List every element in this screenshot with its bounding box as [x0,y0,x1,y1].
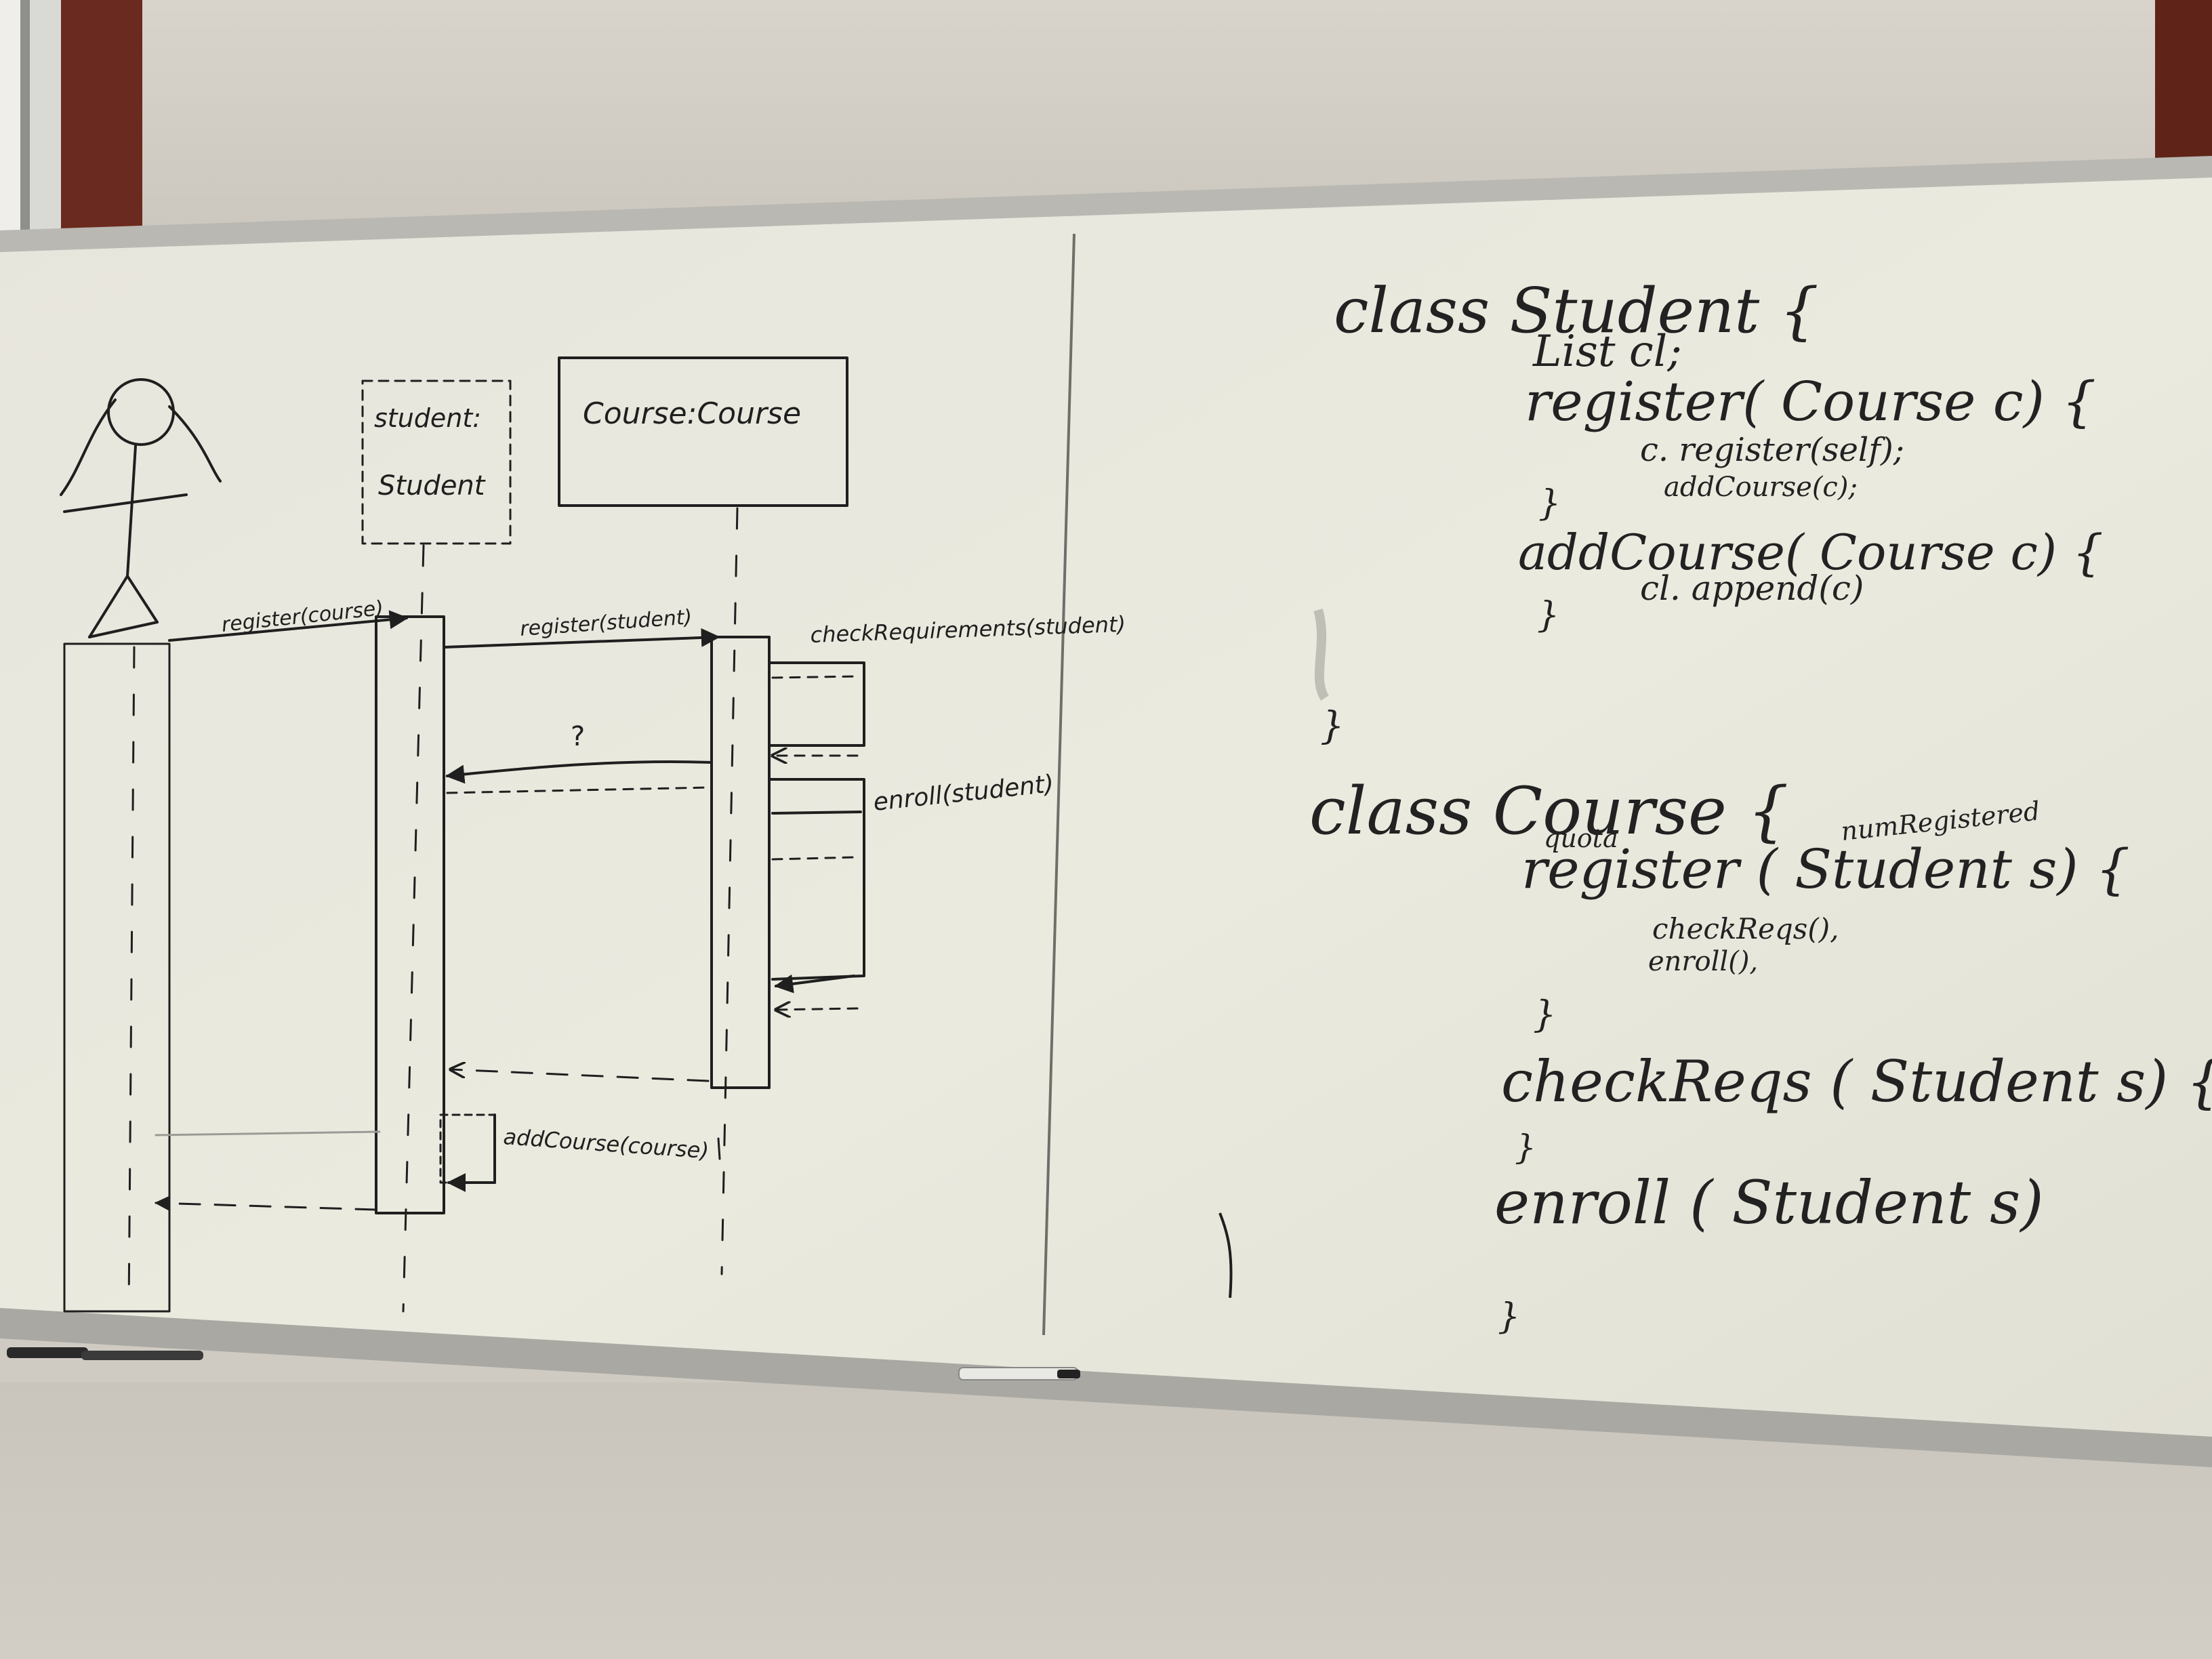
code-course-line: enroll ( Student s) [1494,1168,2044,1237]
marker-tray [0,1308,2212,1467]
code-course-line: } [1533,993,1556,1036]
code-student-line: List cl; [1532,327,1682,377]
code-course-line: quota [1544,823,1618,853]
actor-figure [60,378,222,638]
lifeline-student-label-1: student: [374,403,481,433]
code-course-line: class Course { [1309,773,1788,849]
student-object-box [361,380,512,545]
code-student-line: c. register(self); [1640,431,1904,469]
code-course-line: checkReqs ( Student s) { [1501,1048,2212,1115]
course-lifeline [720,507,739,1275]
student-activation-bar [375,615,445,1214]
code-student-line: } [1537,595,1559,636]
lifeline-student-label-2: Student [378,470,486,501]
message-question [445,760,713,784]
actor-lifeline-box [63,642,171,1313]
code-student-line: class Student { [1334,274,1819,347]
door-frame [0,0,142,258]
sequence-diagram [60,356,865,1313]
code-student-line: cl. append(c) [1640,569,1864,608]
student-lifeline [402,544,425,1313]
code-student-line: } [1320,704,1345,748]
code-course-line: register ( Student s) { [1521,838,2130,901]
board-top-frame [0,156,2212,252]
code-student-block: class Student { List cl; register( Cours… [1320,274,2104,748]
code-course-line: checkReqs(), [1652,912,1839,945]
board-surface [0,166,2212,1440]
erased-message [155,1130,381,1136]
message-register-course [168,610,409,642]
erased-smudge [1313,608,1330,701]
return-to-actor [154,1196,377,1211]
code-course-line: } [1498,1296,1520,1337]
lifeline-course-label: Course:Course [583,396,801,431]
message-label-question: ? [571,721,585,752]
actor-lifeline [127,646,136,1309]
return-to-student [451,1069,710,1082]
code-student-line: } [1538,483,1561,524]
check-requirements-box [768,661,865,747]
course-object-box [558,356,848,507]
enroll-box [768,778,865,981]
marker-pens [7,1347,1080,1380]
message-register-student [443,628,720,649]
course-activation-bar [710,636,771,1089]
code-student-line: addCourse( Course c) { [1518,524,2104,581]
code-student-line: addCourse(c); [1664,472,1858,503]
code-course-line: enroll(), [1648,946,1758,977]
code-course-line: } [1515,1128,1536,1167]
stray-bracket-mark [1218,1212,1233,1298]
code-course-block: class Course { quota numRegistered regis… [1309,773,2212,1337]
board-divider-line [1042,233,1076,1336]
code-student-line: register( Course c) { [1525,370,2096,433]
